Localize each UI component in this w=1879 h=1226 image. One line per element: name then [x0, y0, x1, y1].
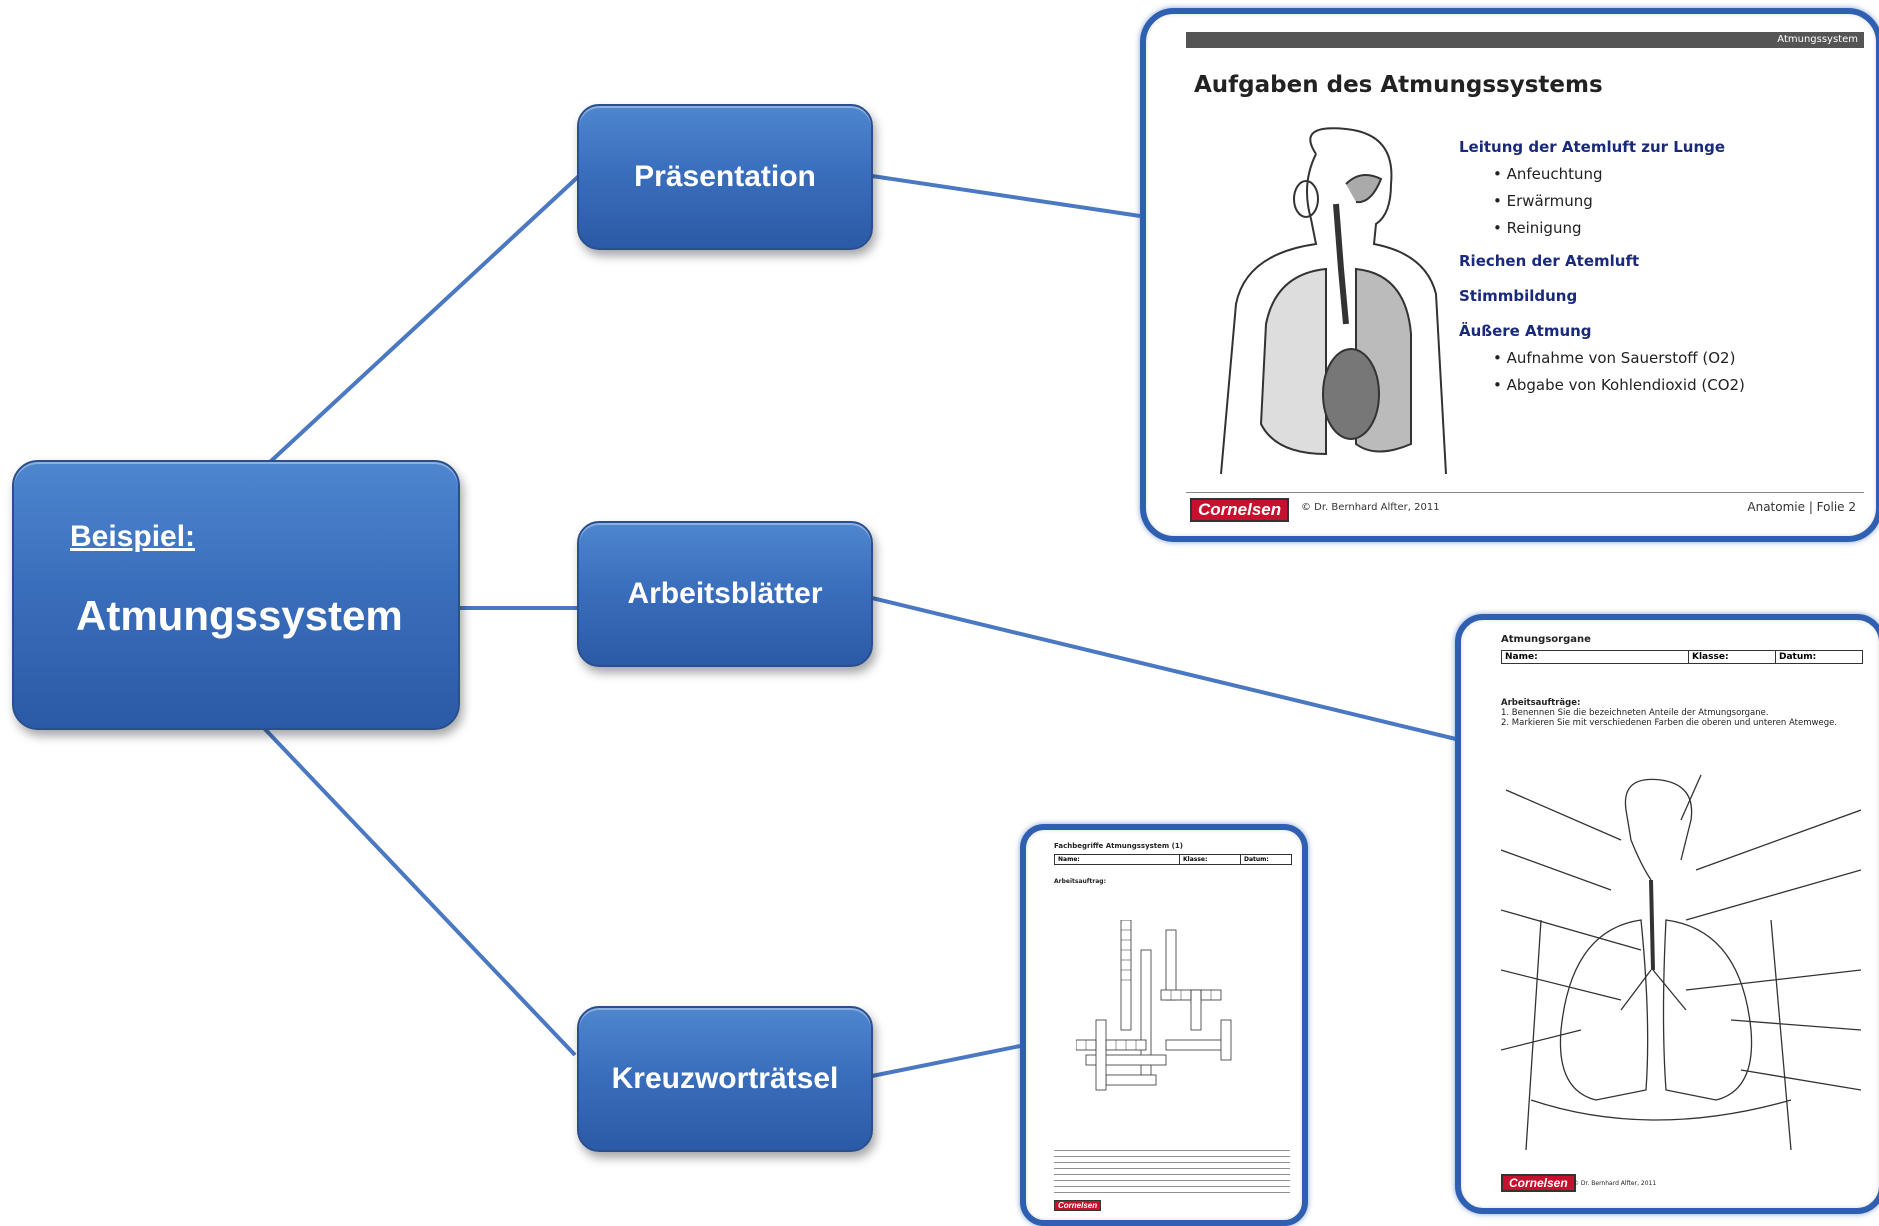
- branch-node-kreuzwortraetsel[interactable]: Kreuzworträtsel: [577, 1006, 873, 1152]
- worksheet-header-table: Name: Klasse: Datum:: [1501, 650, 1863, 664]
- slide-heading: Stimmbildung: [1459, 287, 1578, 305]
- branch-label: Kreuzworträtsel: [611, 1062, 839, 1095]
- worksheet-title: Atmungsorgane: [1501, 634, 1591, 645]
- main-node[interactable]: Beispiel: Atmungssystem: [12, 460, 460, 730]
- slide-thumbnail[interactable]: Atmungssystem Aufgaben des Atmungssystem…: [1140, 8, 1879, 542]
- tasks-heading: Arbeitsaufträge:: [1501, 698, 1581, 708]
- connector-praesentation-slide: [871, 174, 1141, 218]
- task-item: 1. Benennen Sie die bezeichneten Anteile…: [1501, 708, 1769, 718]
- slide-header: Atmungssystem: [1186, 32, 1864, 48]
- crossword-thumbnail[interactable]: Fachbegriffe Atmungssystem (1) Name: Kla…: [1020, 824, 1308, 1226]
- slide-item: • Anfeuchtung: [1493, 165, 1603, 183]
- slide-footer: [1186, 492, 1864, 523]
- worksheet-thumbnail[interactable]: Atmungsorgane Name: Klasse: Datum: Arbei…: [1455, 614, 1879, 1214]
- cornelsen-logo: Cornelsen: [1501, 1174, 1576, 1192]
- connector-arbeitsblaetter-worksheet: [871, 596, 1461, 742]
- slide-copyright: © Dr. Bernhard Alfter, 2011: [1301, 502, 1440, 513]
- slide-item: • Abgabe von Kohlendioxid (CO2): [1493, 376, 1745, 394]
- worksheet-copyright: © Dr. Bernhard Alfter, 2011: [1573, 1180, 1657, 1187]
- slide-title: Aufgaben des Atmungssystems: [1194, 72, 1603, 98]
- date-field: Datum:: [1779, 652, 1817, 662]
- name-field: Name:: [1055, 855, 1180, 864]
- date-field: Datum:: [1244, 856, 1269, 863]
- crossword-grid: [1076, 920, 1232, 1091]
- cornelsen-logo: Cornelsen: [1054, 1200, 1102, 1211]
- slide-heading: Äußere Atmung: [1459, 322, 1592, 340]
- slide-item: • Reinigung: [1493, 219, 1582, 237]
- branch-label: Arbeitsblätter: [627, 577, 823, 610]
- lung-diagram: [1501, 774, 1861, 1150]
- name-field: Name:: [1502, 651, 1689, 663]
- crossword-clues: [1054, 1150, 1290, 1196]
- connector-main-praesentation: [268, 173, 582, 464]
- cornelsen-logo: Cornelsen: [1190, 498, 1290, 522]
- class-field: Klasse:: [1689, 651, 1776, 663]
- crossword-task-heading: Arbeitsauftrag:: [1054, 878, 1106, 885]
- worksheet-tasks: Arbeitsaufträge: 1. Benennen Sie die bez…: [1501, 698, 1861, 728]
- branch-node-arbeitsblaetter[interactable]: Arbeitsblätter: [577, 521, 873, 667]
- slide-heading: Riechen der Atemluft: [1459, 252, 1640, 270]
- slide-bullet-list: Leitung der Atemluft zur Lunge • Anfeuch…: [1459, 134, 1745, 399]
- crossword-title: Fachbegriffe Atmungssystem (1): [1054, 842, 1183, 850]
- branch-node-praesentation[interactable]: Präsentation: [577, 104, 873, 250]
- crossword-header-table: Name: Klasse: Datum:: [1054, 854, 1292, 865]
- slide-page-number: Anatomie | Folie 2: [1747, 500, 1856, 514]
- slide-item: • Aufnahme von Sauerstoff (O2): [1493, 349, 1736, 367]
- slide-item: • Erwärmung: [1493, 192, 1593, 210]
- branch-label: Präsentation: [634, 160, 816, 193]
- main-node-label: Beispiel:: [70, 520, 196, 553]
- connector-main-kreuzwortraetsel: [260, 724, 577, 1057]
- class-field: Klasse:: [1180, 855, 1241, 864]
- connector-kreuzwortraetsel-crossword: [871, 1044, 1021, 1078]
- respiratory-illustration: [1220, 127, 1447, 475]
- main-node-title: Atmungssystem: [76, 592, 403, 639]
- slide-heading: Leitung der Atemluft zur Lunge: [1459, 138, 1726, 156]
- task-item: 2. Markieren Sie mit verschiedenen Farbe…: [1501, 718, 1838, 728]
